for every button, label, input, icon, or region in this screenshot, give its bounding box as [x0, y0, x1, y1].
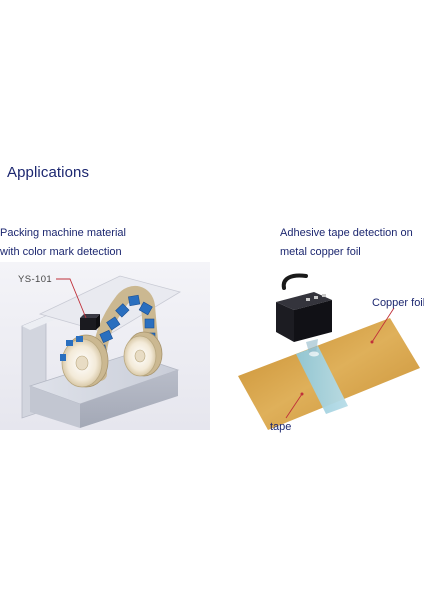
- tape-leader-dot: [300, 392, 304, 396]
- right-caption-line2: metal copper foil: [280, 246, 361, 258]
- sensor-ys101: [80, 314, 100, 330]
- adhesive-tape: [296, 346, 348, 414]
- left-caption-line2: with color mark detection: [0, 246, 122, 258]
- reel-left-hub: [75, 355, 89, 371]
- machine-base-front: [80, 370, 178, 428]
- left-caption-line1: Packing machine material: [0, 227, 126, 239]
- tape-label: tape: [270, 421, 292, 433]
- right-caption-line1: Adhesive tape detection on: [280, 227, 413, 239]
- sensor-leader-line: [56, 278, 87, 319]
- reel-left-labels: [60, 336, 83, 361]
- reel-right-hub: [134, 349, 146, 363]
- right-caption: Adhesive tape detection on metal copper …: [280, 224, 413, 262]
- sensor-cable: [281, 273, 308, 290]
- section-title: Applications: [7, 164, 90, 181]
- copper-foil-illustration: [238, 273, 420, 430]
- packing-machine-illustration: [0, 262, 210, 430]
- machine-pillar-top: [22, 316, 54, 330]
- copper-foil-label: Copper foil: [372, 297, 424, 309]
- foil-leader-line: [371, 307, 395, 343]
- sensor-head: [276, 292, 332, 342]
- sensor-model-label: YS-101: [18, 274, 53, 285]
- left-caption: Packing machine material with color mark…: [0, 224, 126, 262]
- beam-spot: [309, 351, 319, 357]
- foil-leader-dot: [370, 340, 374, 344]
- tape-leader-line: [285, 393, 303, 419]
- machine-base-side: [30, 386, 80, 428]
